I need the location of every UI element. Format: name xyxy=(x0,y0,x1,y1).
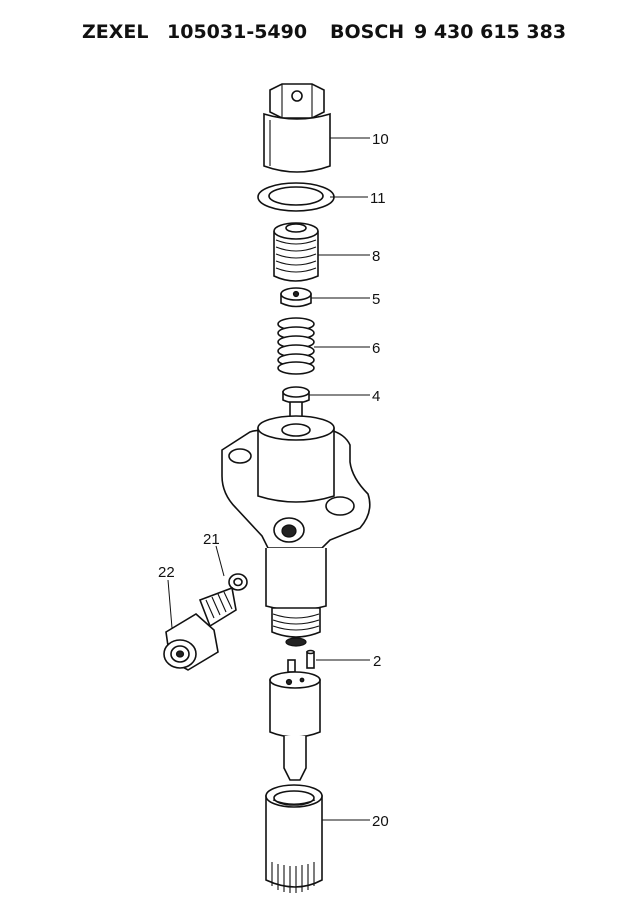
part-threaded-adapter xyxy=(273,222,319,282)
part-dowel-pins xyxy=(287,649,315,673)
header-maker-b: BOSCH xyxy=(330,21,404,43)
callout-label-10: 10 xyxy=(372,131,389,148)
callout-label-8: 8 xyxy=(372,248,380,265)
callout-labels: 10 11 8 5 6 4 21 22 2 20 xyxy=(158,131,389,830)
part-spring-seat xyxy=(280,287,312,308)
part-washer xyxy=(257,182,335,212)
callout-label-6: 6 xyxy=(372,340,380,357)
part-holder-body xyxy=(221,415,371,647)
header-part-number-b: 9 430 615 383 xyxy=(414,21,566,43)
callout-label-21: 21 xyxy=(203,531,220,548)
header-maker-a: ZEXEL xyxy=(82,21,149,43)
callout-label-20: 20 xyxy=(372,813,389,830)
callout-label-4: 4 xyxy=(372,388,380,405)
header: ZEXEL 105031-5490 BOSCH 9 430 615 383 xyxy=(82,21,566,43)
callout-label-11: 11 xyxy=(370,190,386,207)
callout-label-2: 2 xyxy=(373,653,381,670)
part-retaining-nut xyxy=(265,784,323,893)
callout-label-5: 5 xyxy=(372,291,380,308)
part-cap-nut xyxy=(263,83,331,173)
part-connector-bolt xyxy=(163,586,237,671)
part-small-washer xyxy=(228,573,248,591)
part-nozzle xyxy=(269,671,321,781)
part-spring xyxy=(277,317,315,375)
callout-label-22: 22 xyxy=(158,564,175,581)
leader-lines xyxy=(167,137,370,821)
header-part-number-a: 105031-5490 xyxy=(167,21,307,43)
